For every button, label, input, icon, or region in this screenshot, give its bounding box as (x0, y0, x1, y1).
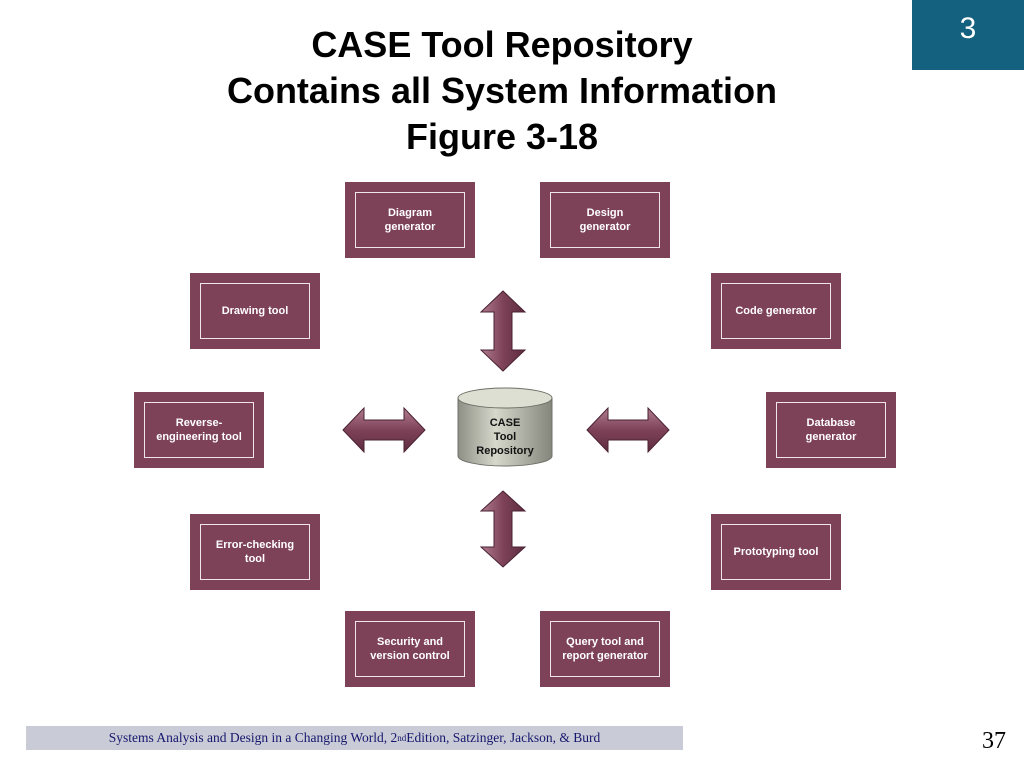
case-repository-cylinder (457, 387, 553, 467)
title-line-2: Contains all System Information (226, 70, 778, 111)
security-version-control-label: Security and version control (370, 636, 450, 662)
footer-citation: Systems Analysis and Design in a Changin… (26, 726, 683, 750)
error-checking-tool-box: Error-checking tool (190, 514, 320, 590)
prototyping-tool-box: Prototyping tool (711, 514, 841, 590)
diagram-generator-box: Diagram generator (345, 182, 475, 258)
code-generator-label: Code generator (735, 305, 817, 317)
repository-label: CASE Tool Repository (476, 417, 534, 457)
citation-text: Systems Analysis and Design in a Changin… (108, 730, 398, 745)
prototyping-tool-label: Prototyping tool (733, 546, 819, 558)
query-report-generator-label: Query tool and report generator (562, 636, 648, 662)
drawing-tool-label: Drawing tool (221, 305, 289, 317)
database-generator-label: Database generator (805, 417, 857, 443)
design-generator-box: Design generator (540, 182, 670, 258)
reverse-engineering-tool-label: Reverse- engineering tool (156, 417, 242, 443)
drawing-tool-box: Drawing tool (190, 273, 320, 349)
left-right-arrow-icon (586, 406, 670, 454)
up-down-arrow-icon (479, 290, 527, 372)
diagram-generator-label: Diagram generator (384, 207, 436, 233)
code-generator-box: Code generator (711, 273, 841, 349)
error-checking-tool-label: Error-checking tool (215, 539, 295, 565)
left-right-arrow-icon (342, 406, 426, 454)
page-number: 37 (982, 728, 1006, 754)
title-line-1: CASE Tool Repository (311, 24, 693, 65)
title-line-3: Figure 3-18 (405, 116, 599, 157)
security-version-control-box: Security and version control (345, 611, 475, 687)
reverse-engineering-tool-box: Reverse- engineering tool (134, 392, 264, 468)
chapter-number-tab: 3 (912, 0, 1024, 70)
design-generator-label: Design generator (579, 207, 631, 233)
slide-title: CASE Tool Repository Contains all System… (150, 22, 854, 160)
up-down-arrow-icon (479, 490, 527, 568)
database-generator-box: Database generator (766, 392, 896, 468)
citation-text-end: Edition, Satzinger, Jackson, & Burd (406, 730, 601, 745)
query-report-generator-box: Query tool and report generator (540, 611, 670, 687)
